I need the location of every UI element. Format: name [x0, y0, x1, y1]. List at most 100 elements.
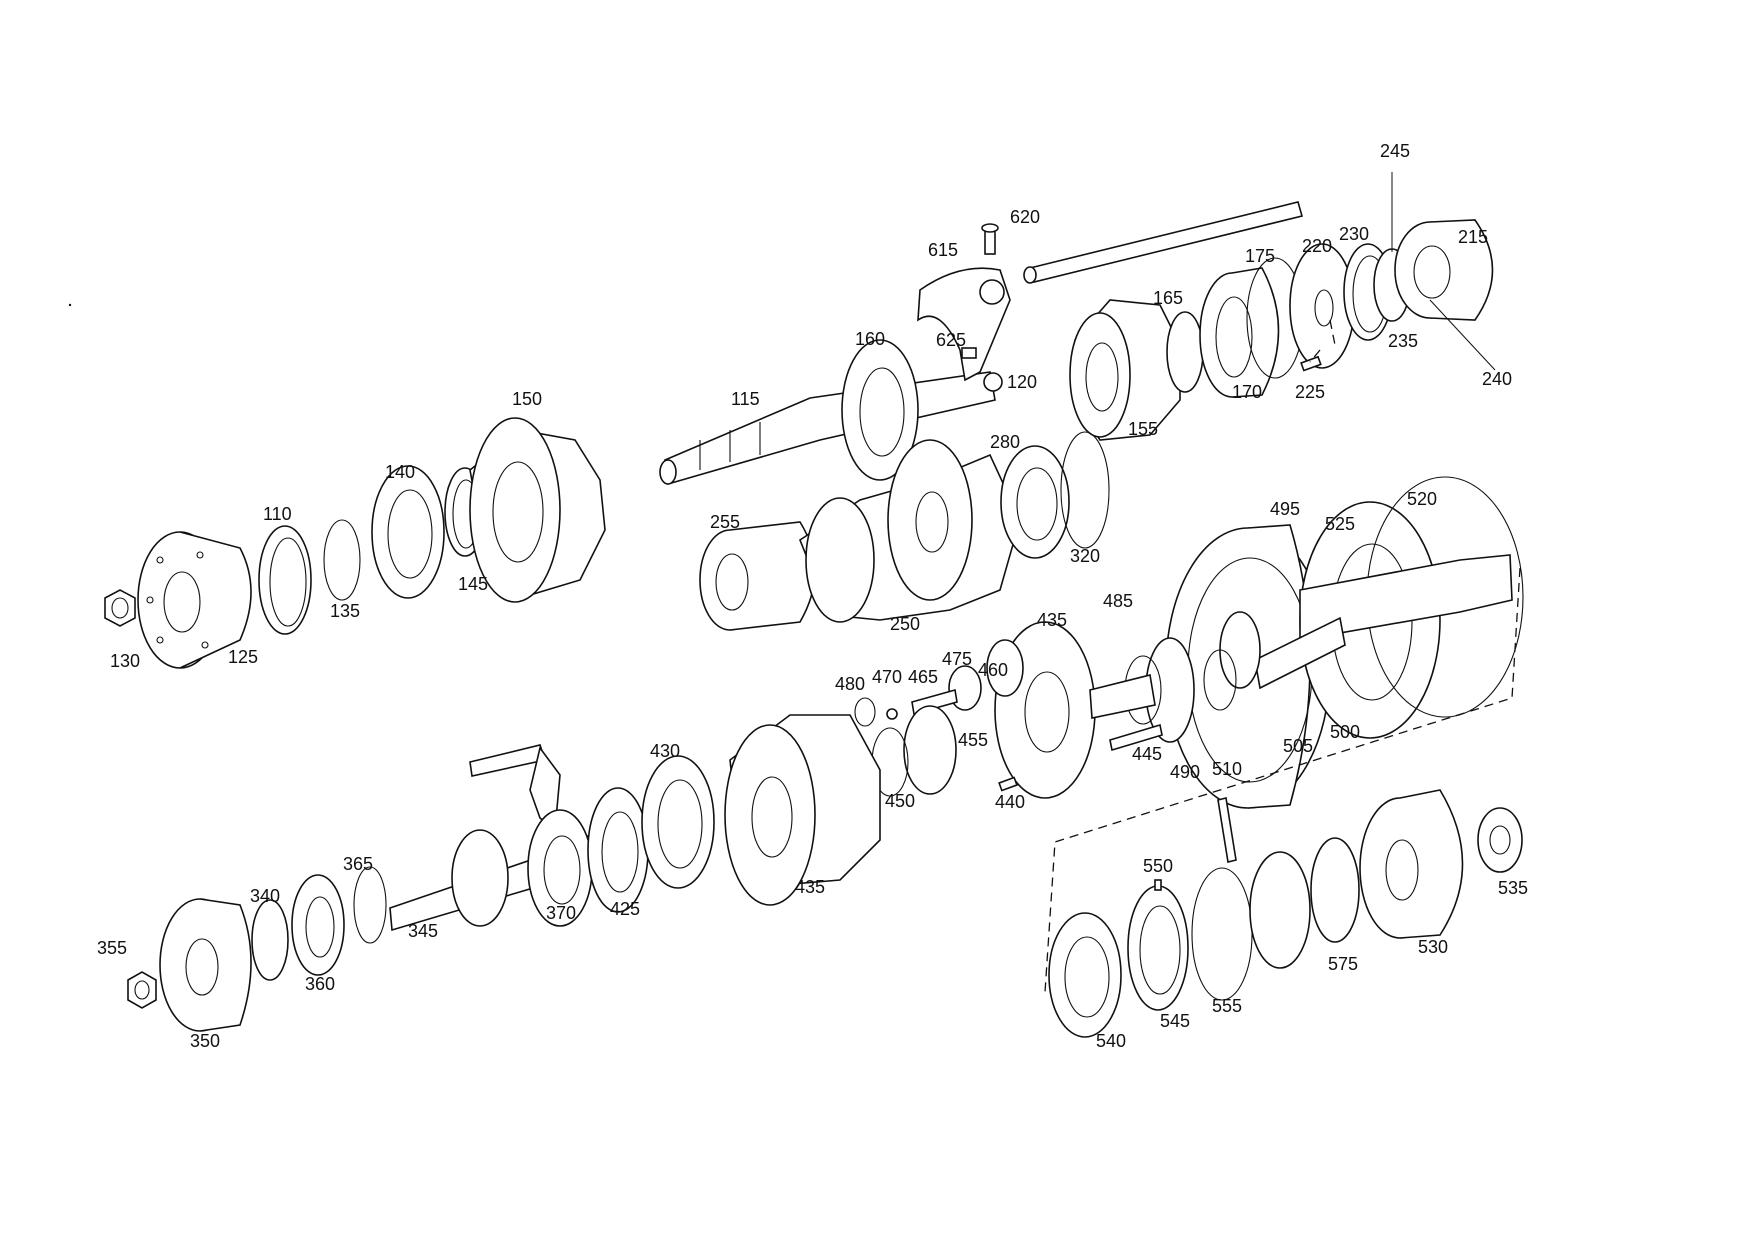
- leader-240: [1429, 299, 1496, 371]
- callout-145: 145: [458, 574, 488, 594]
- part-280-bearing: [1000, 445, 1070, 559]
- callout-175: 175: [1245, 246, 1275, 266]
- part-130-nut: [104, 589, 136, 627]
- part-165-ring: [1166, 311, 1204, 393]
- callout-120: 120: [1007, 372, 1037, 392]
- part-250-cluster-gear: [799, 439, 1021, 623]
- part-160-synchro: [841, 339, 919, 481]
- callout-465: 465: [908, 667, 938, 687]
- part-435-planet-carrier: [994, 621, 1156, 799]
- callout-135: 135: [330, 601, 360, 621]
- callout-510: 510: [1212, 759, 1242, 779]
- part-510-ring: [1203, 649, 1237, 711]
- callout-230: 230: [1339, 224, 1369, 244]
- callout-555: 555: [1212, 996, 1242, 1016]
- callout-345: 345: [408, 921, 438, 941]
- callout-115: 115: [731, 389, 760, 409]
- part-355-nut: [127, 971, 157, 1009]
- callout-425: 425: [610, 899, 640, 919]
- part-140-bearing: [371, 465, 445, 599]
- callout-140: 140: [385, 462, 415, 482]
- callout-455: 455: [958, 730, 988, 750]
- callout-435-carrier: 435: [1037, 610, 1067, 630]
- callout-470: 470: [872, 667, 902, 687]
- callout-250: 250: [890, 614, 920, 634]
- part-545-bearing: [1127, 885, 1189, 1011]
- part-125-flange: [137, 531, 252, 669]
- callout-370: 370: [546, 903, 576, 923]
- part-555-shim: [1191, 867, 1253, 1001]
- callout-445: 445: [1132, 744, 1162, 764]
- part-215-bearing-housing: [1394, 219, 1494, 321]
- callout-430: 430: [650, 741, 680, 761]
- part-340-seal: [251, 899, 289, 981]
- callout-225: 225: [1295, 382, 1325, 402]
- callout-475: 475: [942, 649, 972, 669]
- part-445-bolt: [1109, 723, 1163, 752]
- callout-505: 505: [1283, 736, 1313, 756]
- callout-495: 495: [1270, 499, 1300, 519]
- part-170-bearing: [1199, 267, 1280, 398]
- part-620-screw: [981, 223, 999, 255]
- callout-360: 360: [305, 974, 335, 994]
- part-535-nut: [1477, 807, 1523, 873]
- stray-dot: [68, 303, 72, 307]
- part-255-bearing: [699, 521, 816, 631]
- callout-520: 520: [1407, 489, 1437, 509]
- part-150-gear: [469, 417, 606, 603]
- part-320-shim: [1060, 431, 1110, 549]
- part-425-ring: [587, 787, 649, 913]
- callout-215: 215: [1458, 227, 1488, 247]
- callout-labels: 130 125 110 135 140 145 150 115 160 120 …: [97, 141, 1528, 1051]
- part-505-ring: [1219, 611, 1261, 689]
- part-120-ball: [983, 372, 1003, 392]
- callout-460: 460: [978, 660, 1008, 680]
- callout-365: 365: [343, 854, 373, 874]
- callout-435-gear: 435: [795, 877, 825, 897]
- callout-450: 450: [885, 791, 915, 811]
- callout-220: 220: [1302, 236, 1332, 256]
- callout-280: 280: [990, 432, 1020, 452]
- callout-480: 480: [835, 674, 865, 694]
- part-350-flange: [159, 898, 252, 1032]
- part-110-seal: [258, 525, 312, 635]
- callout-525: 525: [1325, 514, 1355, 534]
- callout-255: 255: [710, 512, 740, 532]
- callout-240: 240: [1482, 369, 1512, 389]
- part-155-gear: [1069, 299, 1181, 441]
- speedo-shaft: [1217, 797, 1237, 863]
- callout-150: 150: [512, 389, 542, 409]
- part-540-bearing-cup: [1048, 912, 1122, 1038]
- part-575-ring: [1310, 837, 1360, 943]
- callout-235: 235: [1388, 331, 1418, 351]
- callout-340: 340: [250, 886, 280, 906]
- callout-485: 485: [1103, 591, 1133, 611]
- callout-625: 625: [936, 330, 966, 350]
- part-435-gear: [724, 714, 881, 906]
- part-430-bearing: [641, 755, 715, 889]
- callout-110: 110: [263, 504, 292, 524]
- dashed-boundary: [1044, 567, 1521, 993]
- part-625-pad: [961, 347, 977, 359]
- callout-155: 155: [1128, 419, 1158, 439]
- callout-440: 440: [995, 792, 1025, 812]
- callout-170: 170: [1232, 382, 1262, 402]
- callout-540: 540: [1096, 1031, 1126, 1051]
- part-225-pin: [1300, 355, 1322, 372]
- callout-530: 530: [1418, 937, 1448, 957]
- callout-165: 165: [1153, 288, 1183, 308]
- part-550-pin: [1154, 879, 1162, 891]
- leader-225-dashed: [1309, 319, 1336, 363]
- part-560-seal: [1249, 851, 1311, 969]
- callout-615: 615: [928, 240, 958, 260]
- callout-535: 535: [1498, 878, 1528, 898]
- callout-355: 355: [97, 938, 127, 958]
- part-480-washer: [854, 697, 876, 727]
- callout-575: 575: [1328, 954, 1358, 974]
- part-360-bearing: [291, 874, 345, 976]
- part-530-flange: [1359, 789, 1464, 939]
- callout-125: 125: [228, 647, 258, 667]
- part-365-snap-ring: [353, 866, 387, 944]
- callout-490: 490: [1170, 762, 1200, 782]
